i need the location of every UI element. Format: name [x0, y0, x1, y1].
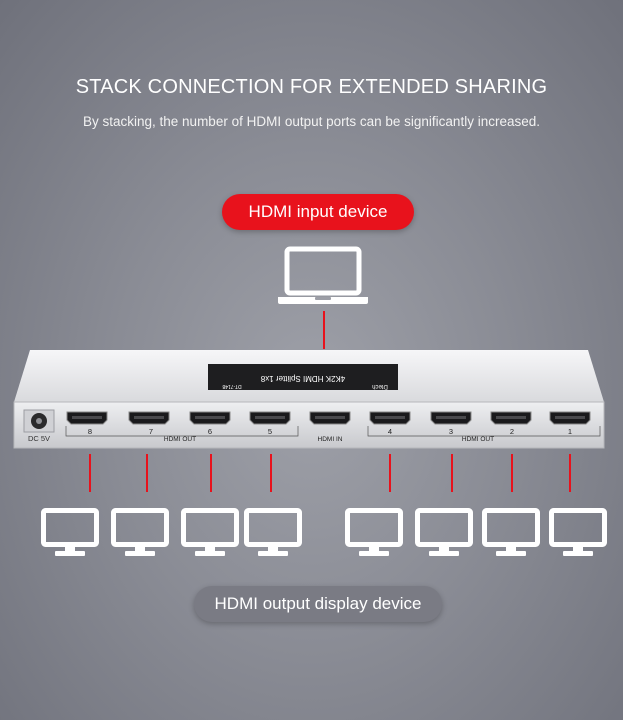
port-number: 2 — [510, 427, 514, 436]
power-label: DC 5V — [28, 434, 50, 443]
hdmi-splitter-device: 4K2K HDMI Splitter 1x8 Dtech DT-7148 DC … — [13, 350, 605, 449]
hdmi-in-label: HDMI IN — [318, 436, 343, 443]
device-model-label: 4K2K HDMI Splitter 1x8 — [260, 374, 345, 383]
monitor-icon — [482, 508, 540, 556]
device-brand-label: Dtech — [372, 383, 388, 389]
output-connector-line — [270, 454, 272, 492]
hdmi-port-5 — [249, 411, 291, 425]
monitor-icon — [41, 508, 99, 556]
output-connector-line — [210, 454, 212, 492]
port-number: 4 — [388, 427, 392, 436]
page-title: STACK CONNECTION FOR EXTENDED SHARING — [75, 76, 548, 98]
hdmi-port-4 — [369, 411, 411, 425]
output-connector-line — [569, 454, 571, 492]
monitor-icon — [549, 508, 607, 556]
hdmi-out-label-right: HDMI OUT — [462, 436, 494, 443]
port-number: 1 — [568, 427, 572, 436]
device-code-label: DT-7148 — [222, 383, 241, 389]
hdmi-port-3 — [430, 411, 472, 425]
monitor-icon — [244, 508, 302, 556]
laptop-icon — [278, 246, 368, 304]
monitor-icon — [181, 508, 239, 556]
hdmi-input-label: HDMI input device — [222, 194, 414, 230]
port-number: 6 — [208, 427, 212, 436]
hdmi-port-6 — [189, 411, 231, 425]
hdmi-port-1 — [549, 411, 591, 425]
output-connector-line — [146, 454, 148, 492]
hdmi-port-7 — [128, 411, 170, 425]
output-connector-line — [89, 454, 91, 492]
port-number: 5 — [268, 427, 272, 436]
page-subtitle: By stacking, the number of HDMI output p… — [83, 114, 540, 129]
port-number: 7 — [149, 427, 153, 436]
hdmi-port-8 — [66, 411, 108, 425]
output-connector-line — [511, 454, 513, 492]
monitor-icon — [345, 508, 403, 556]
output-connector-line — [389, 454, 391, 492]
monitor-icon — [415, 508, 473, 556]
output-connector-line — [451, 454, 453, 492]
input-connector-line — [323, 311, 325, 349]
port-number: 8 — [88, 427, 92, 436]
hdmi-in-port — [309, 411, 351, 425]
port-number: 3 — [449, 427, 453, 436]
hdmi-out-label-left: HDMI OUT — [164, 436, 196, 443]
hdmi-output-label: HDMI output display device — [194, 586, 442, 622]
monitor-icon — [111, 508, 169, 556]
hdmi-port-2 — [490, 411, 532, 425]
